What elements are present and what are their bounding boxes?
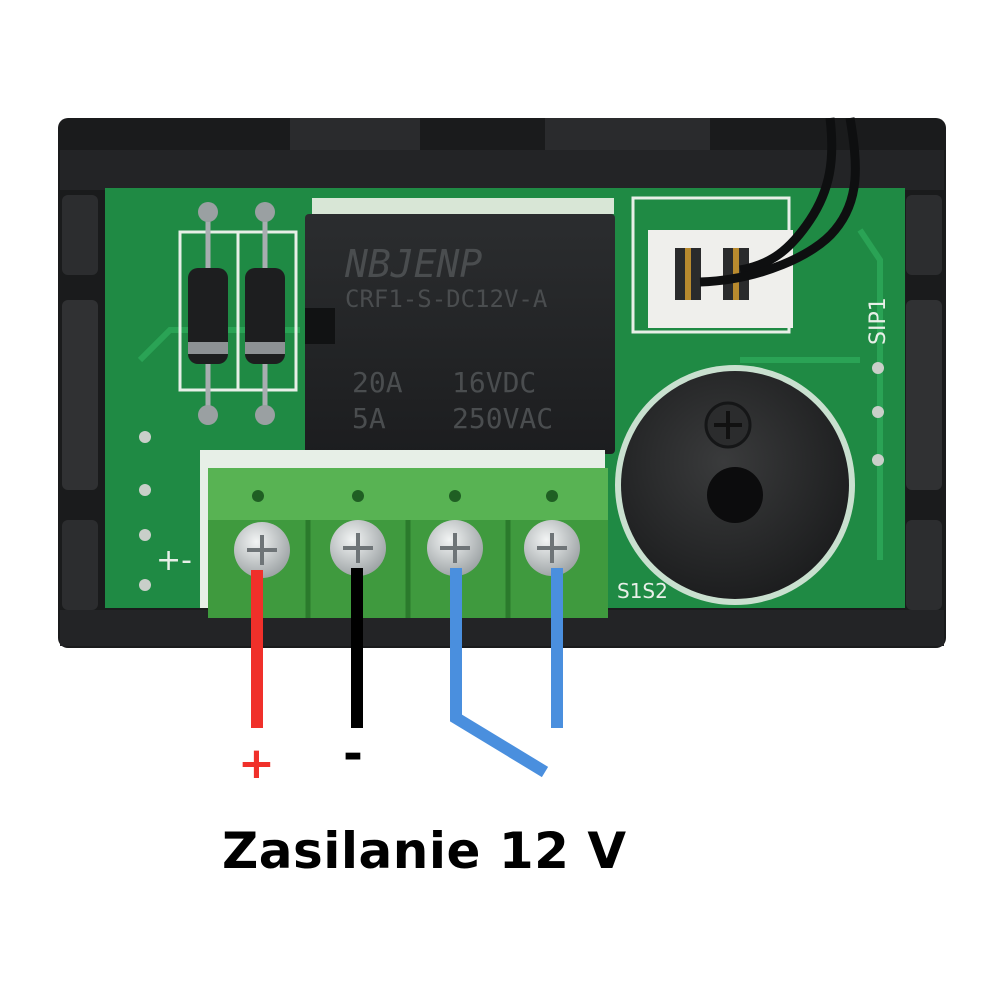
relay-voltage-2: 250VAC [452,402,553,435]
relay-model: CRF1-S-DC12V-A [345,285,548,313]
diode-pair [178,202,298,425]
terminal-block [200,450,608,618]
silk-polarity: +- [156,543,192,578]
positive-label: + [238,738,275,789]
negative-label: - [343,726,363,782]
terminal-screws [234,520,580,578]
relay-current-2: 5A [352,402,386,435]
relay-current-1: 20A [352,366,403,399]
probe-cable [739,117,837,275]
relay-voltage-1: 16VDC [452,366,536,399]
relay: NBJENP CRF1-S-DC12V-A 20A 16VDC 5A 250VA… [305,198,615,454]
relay-brand: NBJENP [344,242,482,286]
wire-relay-a [450,568,549,778]
silk-sip1: SIP1 [866,297,891,345]
silk-s1s2: S1S2 [617,579,668,603]
buzzer [615,365,855,605]
power-caption: Zasilanie 12 V [222,822,627,880]
